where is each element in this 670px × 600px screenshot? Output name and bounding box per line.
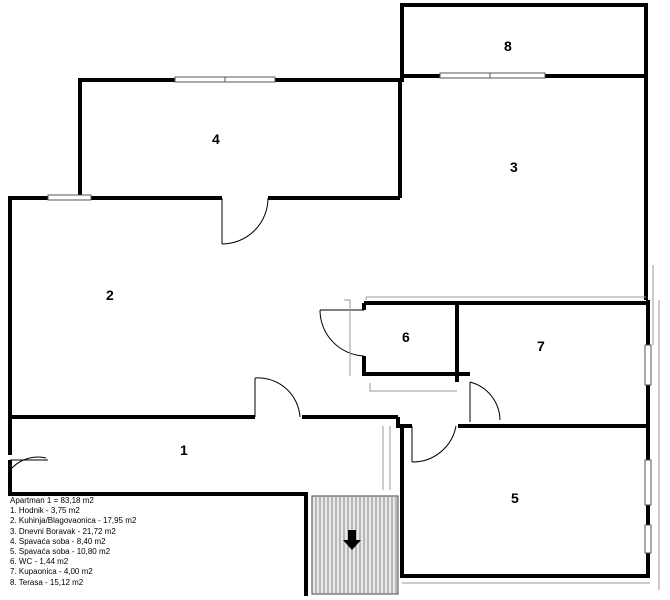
room-8-walls bbox=[400, 3, 648, 76]
doors bbox=[10, 197, 501, 469]
area-legend: Apartman 1 = 83,18 m2 1. Hodnik - 3,75 m… bbox=[10, 496, 136, 588]
room-8-label: 8 bbox=[504, 38, 512, 54]
room-4-label: 4 bbox=[212, 131, 220, 147]
legend-item: 1. Hodnik - 3,75 m2 bbox=[10, 506, 80, 516]
faint-outlines bbox=[344, 265, 660, 590]
stairs bbox=[311, 495, 399, 595]
legend-item: 7. Kupaonica - 4,00 m2 bbox=[10, 567, 93, 577]
legend-item: 6. WC - 1,44 m2 bbox=[10, 557, 69, 567]
room-1-label: 1 bbox=[180, 442, 188, 458]
legend-item: 2. Kuhinja/Blagovaonica - 17,95 m2 bbox=[10, 516, 137, 526]
room-2-label: 2 bbox=[106, 287, 114, 303]
arrow-down-icon bbox=[343, 530, 361, 550]
legend-item: 4. Spavaća soba - 8,40 m2 bbox=[10, 536, 106, 546]
room-5-label: 5 bbox=[511, 490, 519, 506]
interior-walls bbox=[362, 301, 648, 382]
windows bbox=[47, 72, 652, 554]
room-6-label: 6 bbox=[402, 329, 410, 345]
legend-item: 5. Spavaća soba - 10,80 m2 bbox=[10, 547, 111, 557]
legend-title: Apartman 1 = 83,18 m2 bbox=[10, 496, 94, 505]
room-7-label: 7 bbox=[537, 338, 545, 354]
room-3-label: 3 bbox=[510, 159, 518, 175]
legend-item: 3. Dnevni Boravak - 21,72 m2 bbox=[10, 526, 116, 536]
legend-item: 8. Terasa - 15,12 m2 bbox=[10, 577, 84, 587]
